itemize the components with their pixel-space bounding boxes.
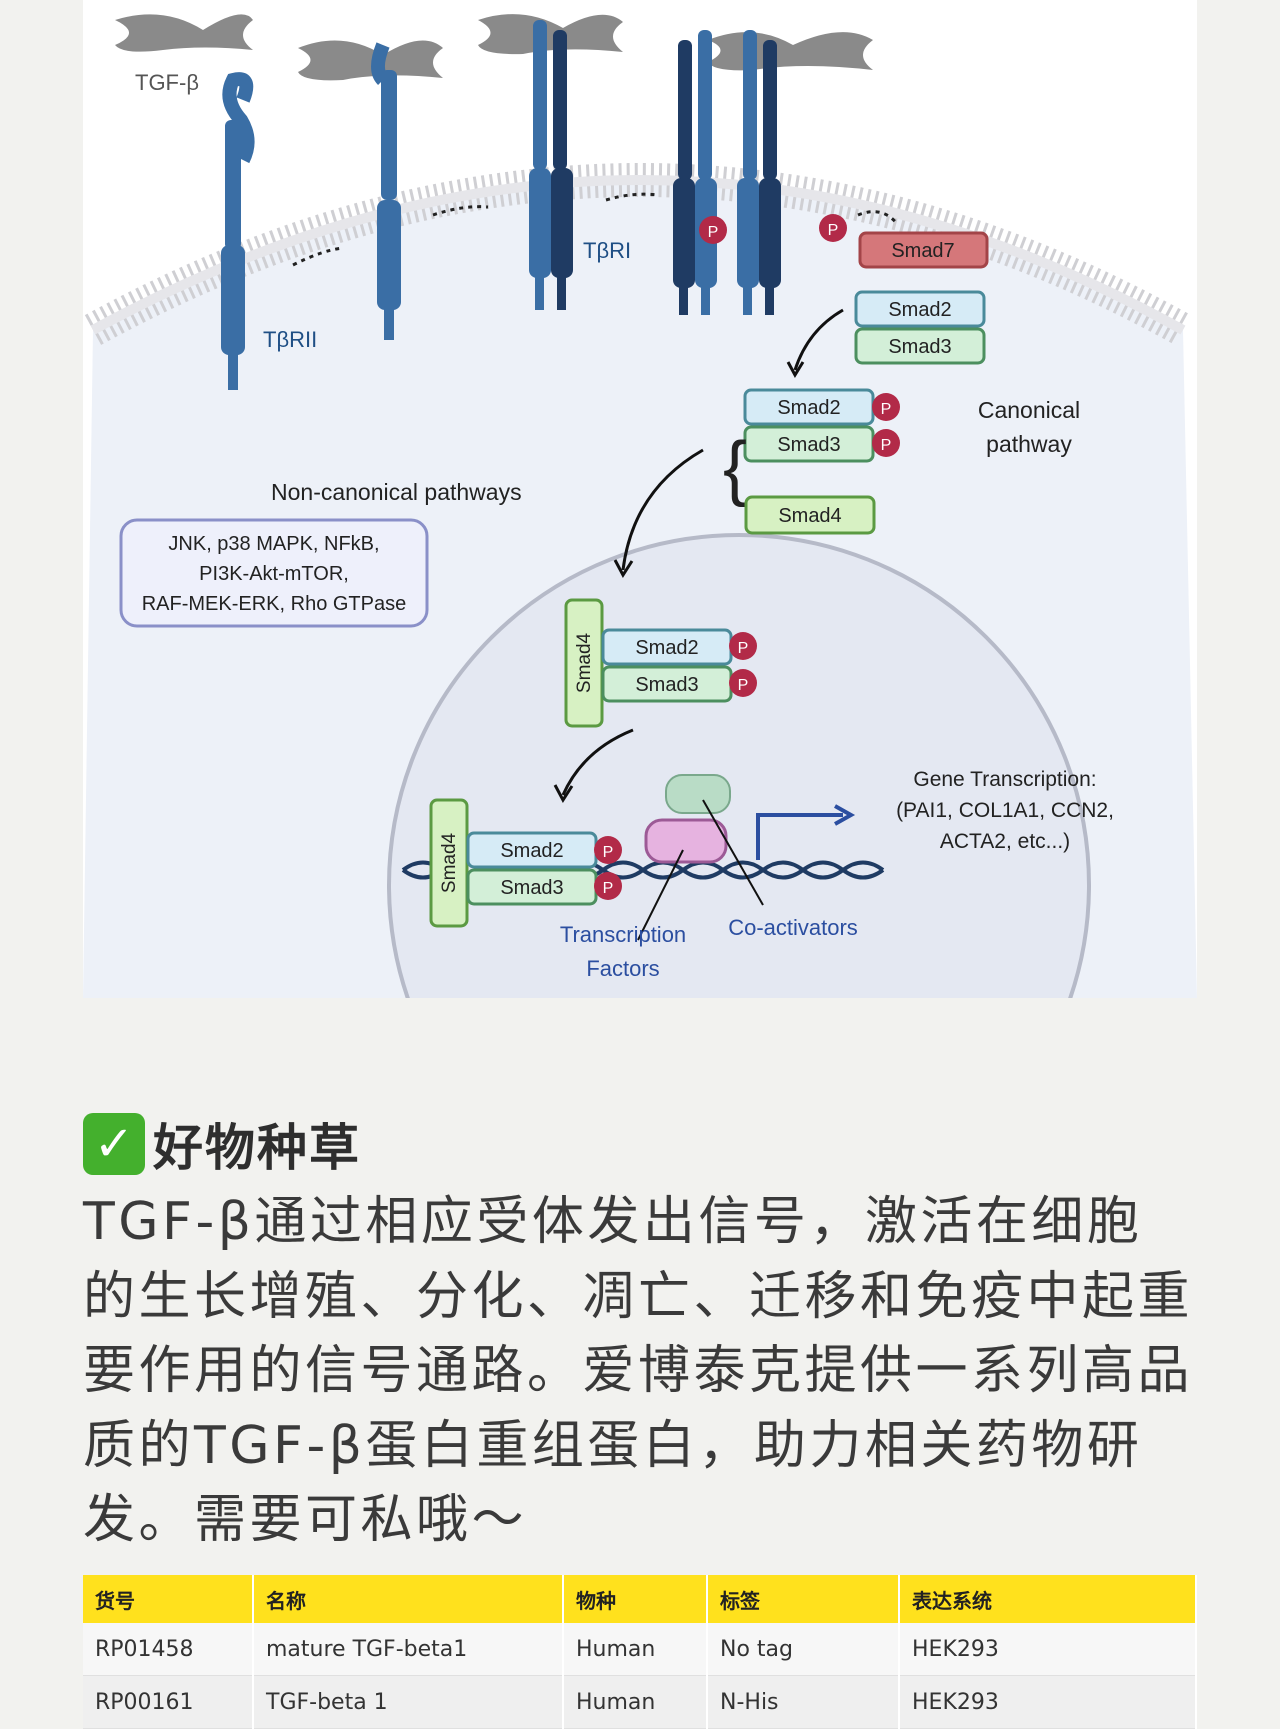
svg-text:pathway: pathway xyxy=(986,431,1072,457)
svg-text:Smad7: Smad7 xyxy=(891,240,954,262)
noncanonical-title: Non-canonical pathways xyxy=(271,479,522,505)
svg-text:Smad3: Smad3 xyxy=(635,674,698,696)
header-name: 名称 xyxy=(253,1575,564,1623)
svg-text:P: P xyxy=(738,677,749,694)
tbri-label: TβRI xyxy=(583,238,631,263)
phospho-receptor: P P xyxy=(699,214,847,244)
header-expression: 表达系统 xyxy=(899,1575,1197,1623)
header-species: 物种 xyxy=(563,1575,708,1623)
post-heading: ✓ 好物种草 xyxy=(83,1105,1197,1183)
svg-text:P: P xyxy=(881,437,892,454)
svg-text:Smad4: Smad4 xyxy=(574,632,595,693)
transcription-factor xyxy=(644,818,728,864)
svg-text:P: P xyxy=(708,224,719,241)
svg-text:P: P xyxy=(603,844,614,861)
cell: TGF-beta 1 xyxy=(253,1675,564,1729)
table-row: RP01458 mature TGF-beta1 Human No tag HE… xyxy=(83,1623,1197,1676)
heading-text: 好物种草 xyxy=(153,1119,361,1177)
svg-text:Factors: Factors xyxy=(586,956,659,981)
header-catalog: 货号 xyxy=(83,1575,254,1623)
tgf-beta-ligand xyxy=(115,14,253,52)
svg-text:ACTA2, etc...): ACTA2, etc...) xyxy=(940,830,1070,853)
header-tag: 标签 xyxy=(707,1575,900,1623)
svg-text:{: { xyxy=(723,428,747,508)
svg-text:PI3K-Akt-mTOR,: PI3K-Akt-mTOR, xyxy=(199,563,349,585)
svg-text:P: P xyxy=(738,640,749,657)
cell: HEK293 xyxy=(899,1623,1197,1676)
table-header-row: 货号 名称 物种 标签 表达系统 xyxy=(83,1575,1197,1623)
tgf-beta-pathway-figure: TGF-β TβRII TβRI xyxy=(83,0,1197,998)
cell: RP01458 xyxy=(83,1623,254,1676)
svg-text:P: P xyxy=(828,222,839,239)
cell: Human xyxy=(563,1675,708,1729)
cell: mature TGF-beta1 xyxy=(253,1623,564,1676)
cell: Human xyxy=(563,1623,708,1676)
svg-text:Smad2: Smad2 xyxy=(500,840,563,862)
cell: RP00161 xyxy=(83,1675,254,1729)
canonical-label: Canonical xyxy=(978,397,1080,423)
svg-text:Smad2: Smad2 xyxy=(635,637,698,659)
svg-text:Smad3: Smad3 xyxy=(888,336,951,358)
svg-text:Smad3: Smad3 xyxy=(777,434,840,456)
svg-text:P: P xyxy=(881,401,892,418)
svg-text:P: P xyxy=(603,880,614,897)
svg-text:Smad4: Smad4 xyxy=(778,505,841,527)
cell: No tag xyxy=(707,1623,900,1676)
post-content: ✓ 好物种草 TGF-β通过相应受体发出信号，激活在细胞的生长增殖、分化、凋亡、… xyxy=(83,1105,1197,1558)
co-activators-label: Co-activators xyxy=(728,915,858,940)
gene-transcription-label: Gene Transcription: xyxy=(913,768,1096,791)
svg-text:Smad3: Smad3 xyxy=(500,877,563,899)
tgf-beta-label: TGF-β xyxy=(135,70,199,95)
post-body: TGF-β通过相应受体发出信号，激活在细胞的生长增殖、分化、凋亡、迁移和免疫中起… xyxy=(83,1192,1194,1550)
transcription-factors-label: Transcription xyxy=(560,922,686,947)
svg-text:RAF-MEK-ERK, Rho GTPase: RAF-MEK-ERK, Rho GTPase xyxy=(142,593,407,615)
co-activator xyxy=(665,774,731,814)
svg-text:(PAI1, COL1A1, CCN2,: (PAI1, COL1A1, CCN2, xyxy=(896,799,1114,822)
svg-text:Smad2: Smad2 xyxy=(777,397,840,419)
product-table: 货号 名称 物种 标签 表达系统 RP01458 mature TGF-beta… xyxy=(83,1575,1197,1729)
noncanonical-box xyxy=(119,518,429,628)
check-icon: ✓ xyxy=(83,1113,145,1175)
smad7-box xyxy=(858,231,989,269)
cell: HEK293 xyxy=(899,1675,1197,1729)
cell: N-His xyxy=(707,1675,900,1729)
svg-text:Smad4: Smad4 xyxy=(439,832,460,893)
tbrii-label: TβRII xyxy=(263,327,317,352)
table-row: RP00161 TGF-beta 1 Human N-His HEK293 xyxy=(83,1675,1197,1729)
svg-text:JNK, p38 MAPK, NFkB,: JNK, p38 MAPK, NFkB, xyxy=(168,533,379,555)
svg-text:Smad2: Smad2 xyxy=(888,299,951,321)
